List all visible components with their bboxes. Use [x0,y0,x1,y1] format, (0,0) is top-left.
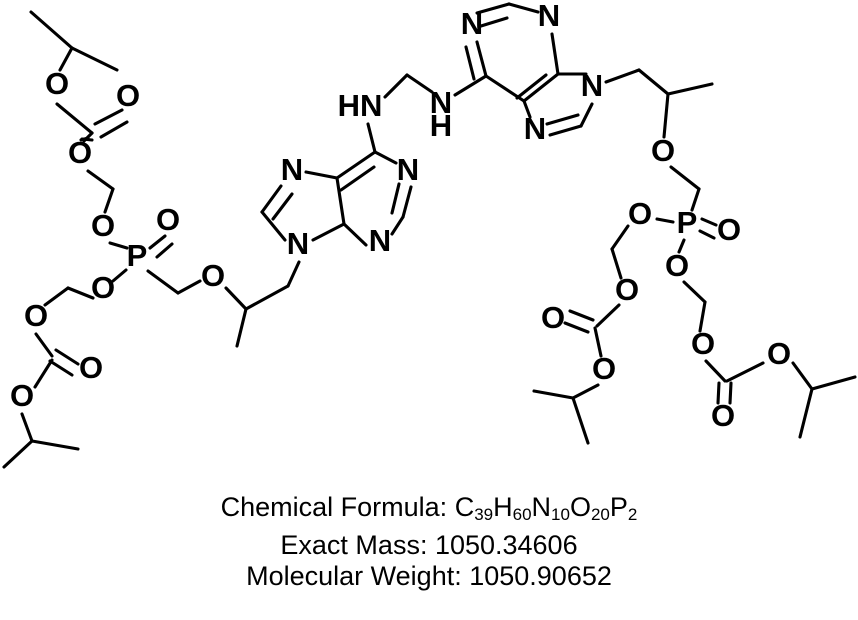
atom-label-n9-r: N [581,68,603,103]
poc-ester-middle-right [532,224,630,445]
side-chain-left [224,260,301,348]
atom-label-p-r: P [677,205,698,240]
poc-ester-far-right [682,280,857,439]
formula-count-N: 10 [551,505,570,524]
atom-label-o-r3: O [717,212,741,247]
formula-element-N: N [531,492,552,522]
atom-label-o-l6: O [91,270,115,305]
phosphonate-left [108,234,202,295]
formula-element-O: O [569,492,591,522]
atom-label-o-l3: O [68,135,92,170]
formula-element-C: C [454,492,475,522]
atom-label-o-r4: O [665,248,689,283]
atom-label-n1-r: N [461,6,483,41]
formula-count-P: 2 [627,505,638,524]
phosphonate-right [655,217,718,254]
formula-count-O: 20 [590,505,610,524]
atom-label-o-r7: O [592,351,616,386]
poc-ester-upper-left [29,10,129,214]
formula-count-H: 60 [512,505,532,524]
adenine-ring-left [260,122,413,247]
formula-element-H: H [493,492,513,522]
formula-value: C39H60N10O20P2 [454,492,638,524]
atom-label-n-mid: N [430,85,452,120]
atom-label-o-l9: O [10,378,34,413]
formula-label: Chemical Formula: [220,492,455,522]
formula-element-P: P [609,492,628,522]
atom-label-o-l4: O [91,208,115,243]
atom-label-o-l1: O [45,66,69,101]
atom-label-o-r10: O [711,398,735,433]
atom-label-o-r5: O [615,272,639,307]
atom-label-o-r9: O [767,336,791,371]
exact-mass-line: Exact Mass: 1050.34606 [280,530,578,560]
formula-count-C: 39 [474,505,494,524]
atom-label-n3-r: N [538,0,560,33]
atom-label-n9-l: N [287,226,309,261]
atom-label-n3-l: N [369,223,391,258]
atom-label-n1-l: N [397,152,419,187]
atom-label-o-r2: O [628,196,652,231]
atom-label-o-l7: O [24,298,48,333]
atom-label-o-l8: O [79,350,103,385]
caption-block: Chemical Formula: C39H60N10O20P2 Exact M… [0,492,858,592]
poc-ester-lower-left [2,286,95,469]
atom-label-h-mid: H [430,108,452,143]
adenine-ring-right [453,2,641,137]
side-chain-right [637,68,714,212]
atom-label-o-r6: O [541,300,565,335]
atom-label-o-l5: O [156,202,180,237]
atom-label-o-l10: O [201,258,225,293]
methylene-diamine-bridge [383,73,434,99]
atom-label-hn-l: HN [338,88,383,123]
atom-label-o-l2: O [116,78,140,113]
atom-label-p-l: P [127,238,148,273]
formula-line: Chemical Formula: C39H60N10O20P2 [0,492,858,530]
atom-label-n7-r: N [524,111,546,146]
molecular-weight-line: Molecular Weight: 1050.90652 [246,561,612,591]
atom-label-n7-l: N [281,152,303,187]
atom-label-o-r1: O [651,133,675,168]
atom-label-o-r8: O [691,326,715,361]
